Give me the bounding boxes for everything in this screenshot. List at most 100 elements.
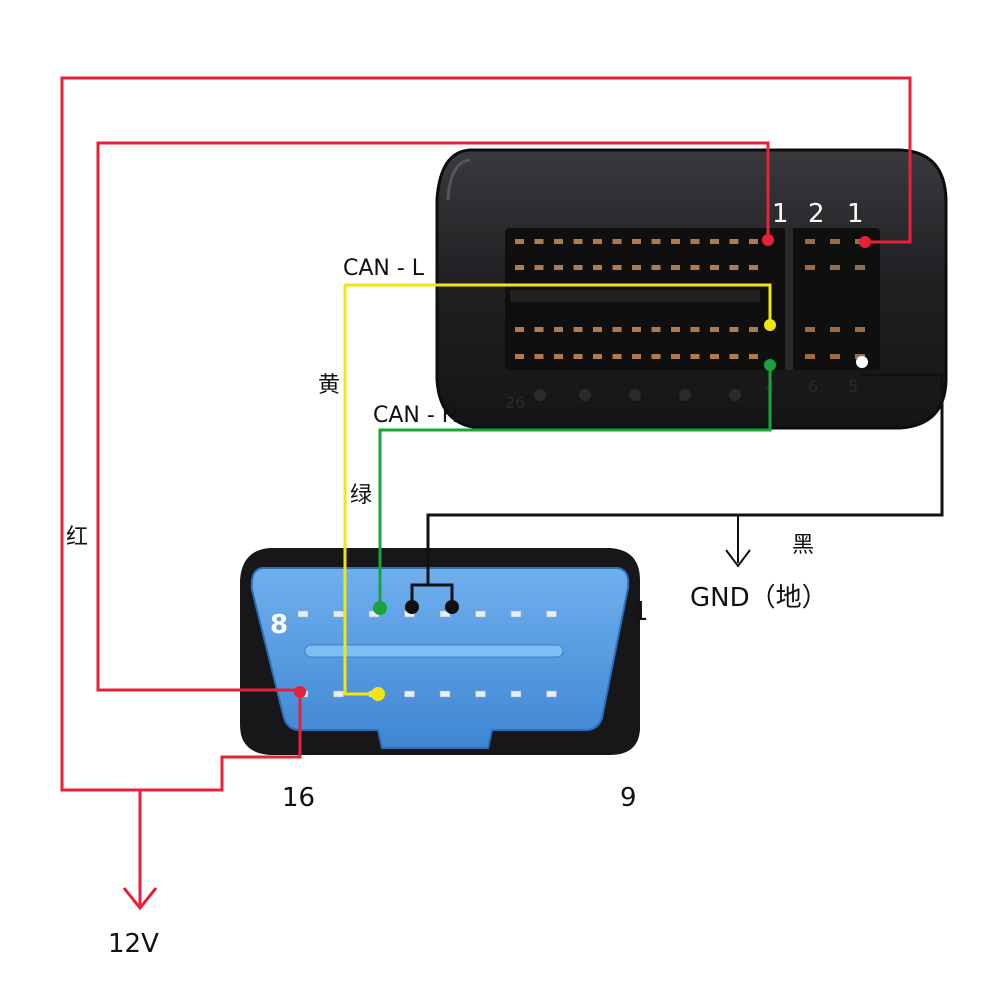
ecu-pin bbox=[830, 239, 840, 244]
black-wire-gnd bbox=[410, 362, 944, 606]
ecu-pin bbox=[671, 265, 680, 270]
ecu-pin-1-label: 1 bbox=[772, 199, 789, 229]
obd-pin-1-label: 1 bbox=[632, 597, 649, 627]
ecu-pin bbox=[554, 239, 563, 244]
ecu-pin bbox=[805, 354, 815, 359]
ecu-pin bbox=[690, 327, 700, 332]
ecu-pin-2-label: 2 bbox=[808, 199, 825, 229]
obd-blue-insert bbox=[250, 567, 630, 749]
ecu-pin bbox=[632, 327, 641, 332]
ecu-pin bbox=[749, 239, 758, 244]
ecu-pin bbox=[515, 265, 524, 270]
black-label: 黑 bbox=[792, 533, 814, 558]
obd-pin bbox=[546, 690, 557, 698]
yellow-wire-can-l bbox=[343, 283, 772, 696]
ecu-pin bbox=[534, 354, 544, 359]
obd-pin bbox=[475, 610, 486, 618]
obd-pin-9-label: 9 bbox=[620, 783, 637, 813]
ecu-pin bbox=[612, 265, 622, 270]
ecu-pin bbox=[515, 354, 524, 359]
ecu-pin bbox=[805, 327, 815, 332]
yellow-label: 黄 bbox=[318, 373, 340, 398]
ecu-pin bbox=[710, 327, 719, 332]
ecu-pin bbox=[671, 327, 680, 332]
obd-pin bbox=[297, 610, 309, 618]
ecu-pin bbox=[534, 327, 544, 332]
ecu-pin bbox=[612, 239, 622, 244]
ecu-pin bbox=[573, 239, 583, 244]
ecu-pin-1b-label: 1 bbox=[847, 199, 864, 229]
ecu-pin bbox=[632, 354, 641, 359]
ecu-pin bbox=[612, 327, 622, 332]
obd-pin bbox=[333, 690, 344, 698]
ecu-pin bbox=[710, 265, 719, 270]
obd-pin bbox=[546, 610, 557, 618]
ecu-pin bbox=[690, 354, 700, 359]
ecu-pin bbox=[749, 354, 758, 359]
ecu-pin bbox=[554, 327, 563, 332]
ecu-pin bbox=[805, 239, 815, 244]
ecu-dot-green bbox=[764, 359, 776, 371]
red-label: 红 bbox=[66, 525, 88, 550]
ecu-dot-yellow bbox=[764, 319, 776, 331]
ecu-pin bbox=[671, 354, 680, 359]
obd-pin-16-label: 16 bbox=[282, 783, 315, 813]
ecu-pin bbox=[554, 265, 563, 270]
ecu-pin bbox=[573, 265, 583, 270]
ecu-dot-red-left bbox=[762, 234, 774, 246]
ecu-pin-26-label: 26 bbox=[505, 393, 525, 412]
ecu-pin bbox=[729, 327, 739, 332]
obd-pin bbox=[404, 690, 415, 698]
obd-pin bbox=[475, 690, 486, 698]
obd-pin bbox=[439, 690, 451, 698]
ecu-connector: 1 2 1 26 4 6 5 bbox=[435, 148, 948, 430]
v12-label: 12V bbox=[108, 929, 159, 959]
arrow-down-icon bbox=[725, 549, 751, 568]
ecu-pin bbox=[805, 265, 815, 270]
ecu-pin bbox=[593, 239, 602, 244]
obd-pin bbox=[333, 610, 344, 618]
ecu-pin bbox=[593, 354, 602, 359]
ecu-pin bbox=[573, 327, 583, 332]
ecu-pin bbox=[651, 265, 661, 270]
ecu-pin bbox=[573, 354, 583, 359]
ecu-pin bbox=[729, 239, 739, 244]
ecu-pin bbox=[651, 354, 661, 359]
obd-pin-8-label: 8 bbox=[270, 610, 288, 640]
obd-pin bbox=[510, 690, 522, 698]
ecu-pin bbox=[651, 239, 661, 244]
ecu-pin bbox=[710, 239, 719, 244]
ecu-pin bbox=[632, 239, 641, 244]
ecu-pin bbox=[830, 354, 840, 359]
ecu-dot-white bbox=[856, 356, 868, 368]
obd-dot-black-left bbox=[405, 600, 419, 614]
gnd-label: GND（地） bbox=[690, 583, 828, 613]
obd-dot-yellow bbox=[371, 687, 385, 701]
ecu-pin bbox=[830, 327, 840, 332]
ecu-pin bbox=[729, 265, 739, 270]
ecu-pin bbox=[690, 239, 700, 244]
ecu-pin bbox=[710, 354, 719, 359]
red-wire-inner bbox=[96, 141, 770, 692]
obd-dot-black-right bbox=[445, 600, 459, 614]
obd-pin bbox=[439, 610, 451, 618]
ecu-pin bbox=[593, 265, 602, 270]
ecu-pin-5-label: 5 bbox=[848, 377, 858, 396]
ecu-pin bbox=[855, 327, 865, 332]
obd-dot-green bbox=[373, 601, 387, 615]
ecu-pin bbox=[855, 265, 865, 270]
ecu-pin bbox=[749, 265, 758, 270]
ecu-pin bbox=[554, 354, 563, 359]
green-label: 绿 bbox=[350, 483, 372, 508]
ecu-pin bbox=[534, 239, 544, 244]
ecu-pin bbox=[690, 265, 700, 270]
ecu-pin bbox=[729, 354, 739, 359]
can-h-label: CAN - H bbox=[373, 403, 458, 428]
ecu-pin bbox=[593, 327, 602, 332]
green-wire-can-h bbox=[378, 365, 772, 608]
obd-pin bbox=[510, 610, 522, 618]
arrow-down-icon bbox=[122, 887, 158, 911]
ecu-pin bbox=[749, 327, 758, 332]
can-l-label: CAN - L bbox=[343, 256, 425, 281]
